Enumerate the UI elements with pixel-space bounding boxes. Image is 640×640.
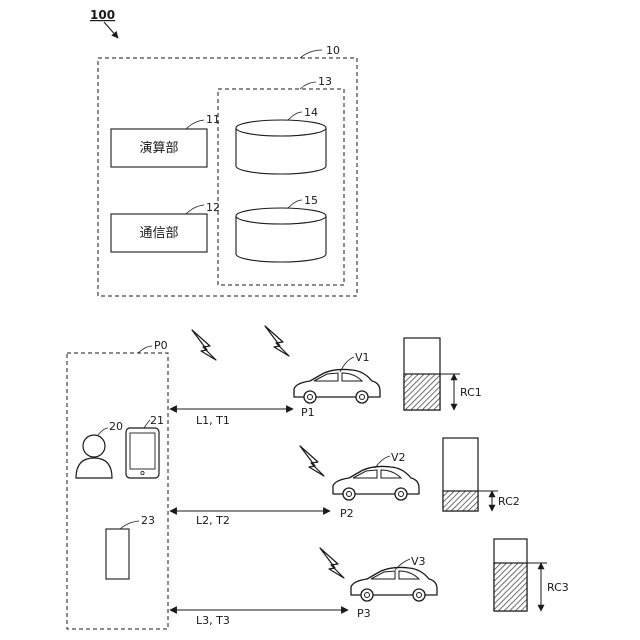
device-icon: 23	[106, 514, 155, 579]
person-ref: 20	[109, 420, 123, 433]
gauge-fill	[404, 374, 440, 410]
car-icon	[351, 567, 437, 601]
database-15-ref: 15	[304, 194, 318, 207]
wireless-bolt-icon	[192, 330, 216, 360]
link-2-label: L2, T2	[196, 514, 230, 527]
vehicle-1-ref: V1	[355, 351, 370, 364]
database-14: 14	[236, 106, 326, 174]
wireless-bolt-icon	[265, 326, 289, 356]
link-3: L3, T3	[170, 610, 348, 627]
gauge-label: RC3	[547, 581, 569, 594]
storage-ref: 13	[318, 75, 332, 88]
smartphone-icon: 21	[126, 414, 164, 478]
site-box: P0	[67, 339, 168, 629]
gauge-label: RC1	[460, 386, 482, 399]
link-1-label: L1, T1	[196, 414, 230, 427]
comm-unit-label: 通信部	[139, 226, 178, 241]
database-14-ref: 14	[304, 106, 318, 119]
car-icon	[294, 369, 380, 403]
vehicle-2-ref: V2	[391, 451, 406, 464]
battery-gauge-1: RC1	[404, 338, 482, 410]
link-3-label: L3, T3	[196, 614, 230, 627]
vehicle-3: V3 P3	[351, 555, 437, 620]
svg-text:100: 100	[90, 8, 115, 22]
link-2: L2, T2	[170, 511, 330, 527]
wireless-bolt-icon	[320, 548, 344, 578]
vehicle-2-position: P2	[340, 507, 354, 520]
figure-reference: 100	[90, 8, 118, 38]
vehicle-1: V1 P1	[294, 351, 380, 419]
vehicle-2: V2 P2	[333, 451, 419, 520]
battery-gauge-3: RC3	[494, 539, 569, 611]
smartphone-ref: 21	[150, 414, 164, 427]
vehicle-1-position: P1	[301, 406, 315, 419]
device-ref: 23	[141, 514, 155, 527]
vehicle-3-position: P3	[357, 607, 371, 620]
gauge-fill	[443, 491, 478, 511]
person-icon: 20	[76, 420, 123, 478]
compute-unit: 演算部 11	[111, 113, 220, 167]
vehicle-3-ref: V3	[411, 555, 426, 568]
gauge-label: RC2	[498, 495, 520, 508]
car-icon	[333, 466, 419, 500]
compute-unit-label: 演算部	[139, 140, 178, 156]
battery-gauges: RC1RC2RC3	[404, 338, 569, 611]
server-ref: 10	[326, 44, 340, 57]
comm-unit: 通信部 12	[111, 201, 220, 252]
site-ref: P0	[154, 339, 168, 352]
battery-gauge-2: RC2	[443, 438, 520, 511]
database-15: 15	[236, 194, 326, 262]
wireless-bolt-icon	[300, 446, 324, 476]
link-1: L1, T1	[170, 409, 293, 427]
gauge-fill	[494, 563, 527, 611]
